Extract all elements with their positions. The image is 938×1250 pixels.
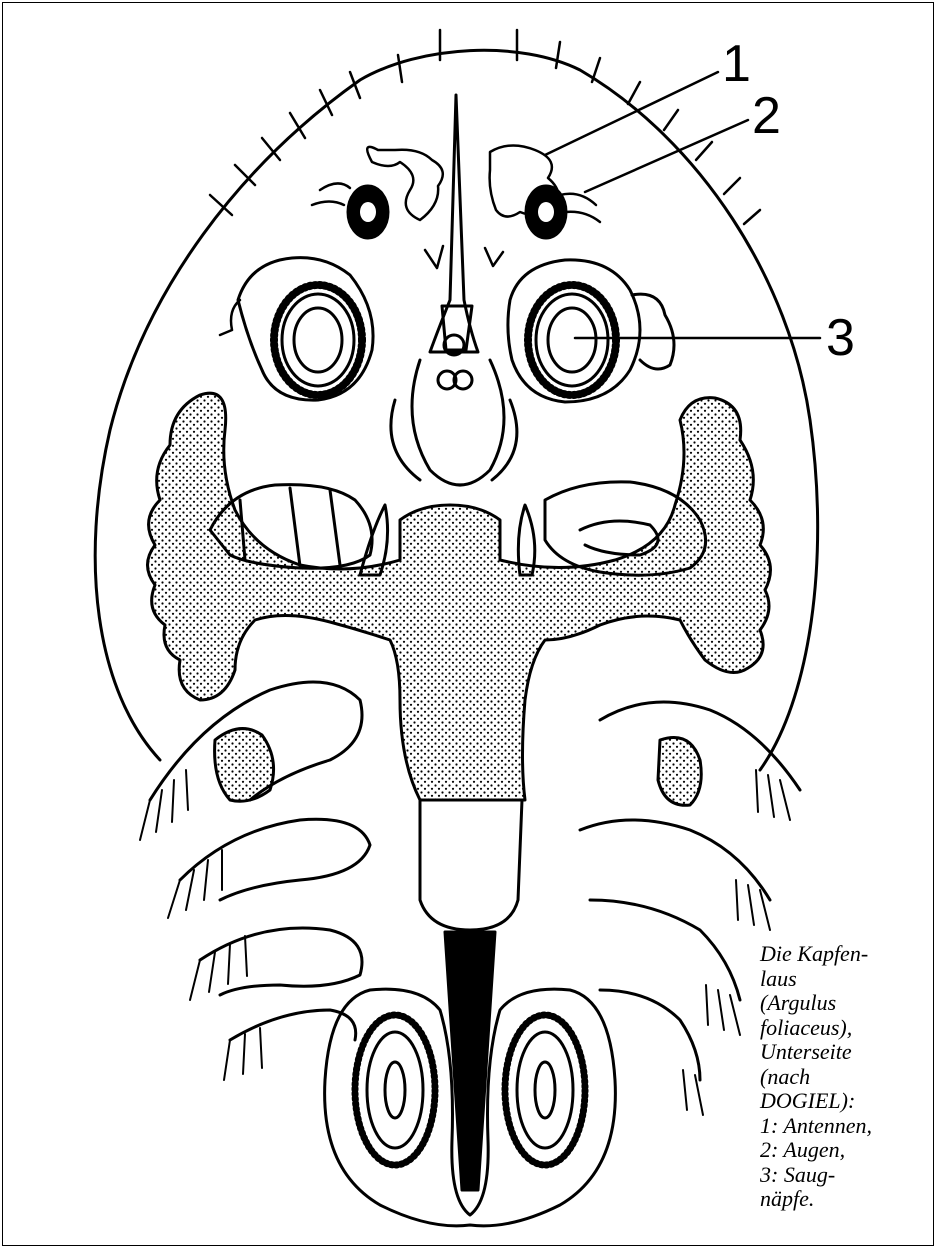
caption-line: näpfe.	[760, 1187, 930, 1212]
figure-caption: Die Kapfen- laus (Argulus foliaceus), Un…	[760, 942, 930, 1212]
thorax	[420, 800, 522, 930]
eye-left	[348, 186, 388, 238]
eye-right	[526, 186, 566, 238]
label-3: 3	[826, 312, 855, 364]
caption-line: (Argulus	[760, 991, 930, 1016]
leader-line-1	[545, 72, 718, 155]
sucker-left	[220, 258, 373, 401]
caption-line: (nach	[760, 1065, 930, 1090]
caption-line: 1: Antennen,	[760, 1114, 930, 1139]
label-2: 2	[752, 90, 781, 142]
caption-line: Unterseite	[760, 1040, 930, 1065]
caption-line: DOGIEL):	[760, 1089, 930, 1114]
caption-line: laus	[760, 967, 930, 992]
digestive-gland	[148, 393, 771, 805]
caption-line: Die Kapfen-	[760, 942, 930, 967]
caption-line: 3: Saug-	[760, 1163, 930, 1188]
label-1: 1	[722, 38, 751, 90]
rostrum	[391, 95, 517, 485]
caption-line: foliaceus),	[760, 1016, 930, 1041]
leader-line-2	[585, 120, 748, 192]
caption-line: 2: Augen,	[760, 1138, 930, 1163]
sucker-right	[508, 260, 674, 402]
abdomen	[325, 932, 616, 1226]
